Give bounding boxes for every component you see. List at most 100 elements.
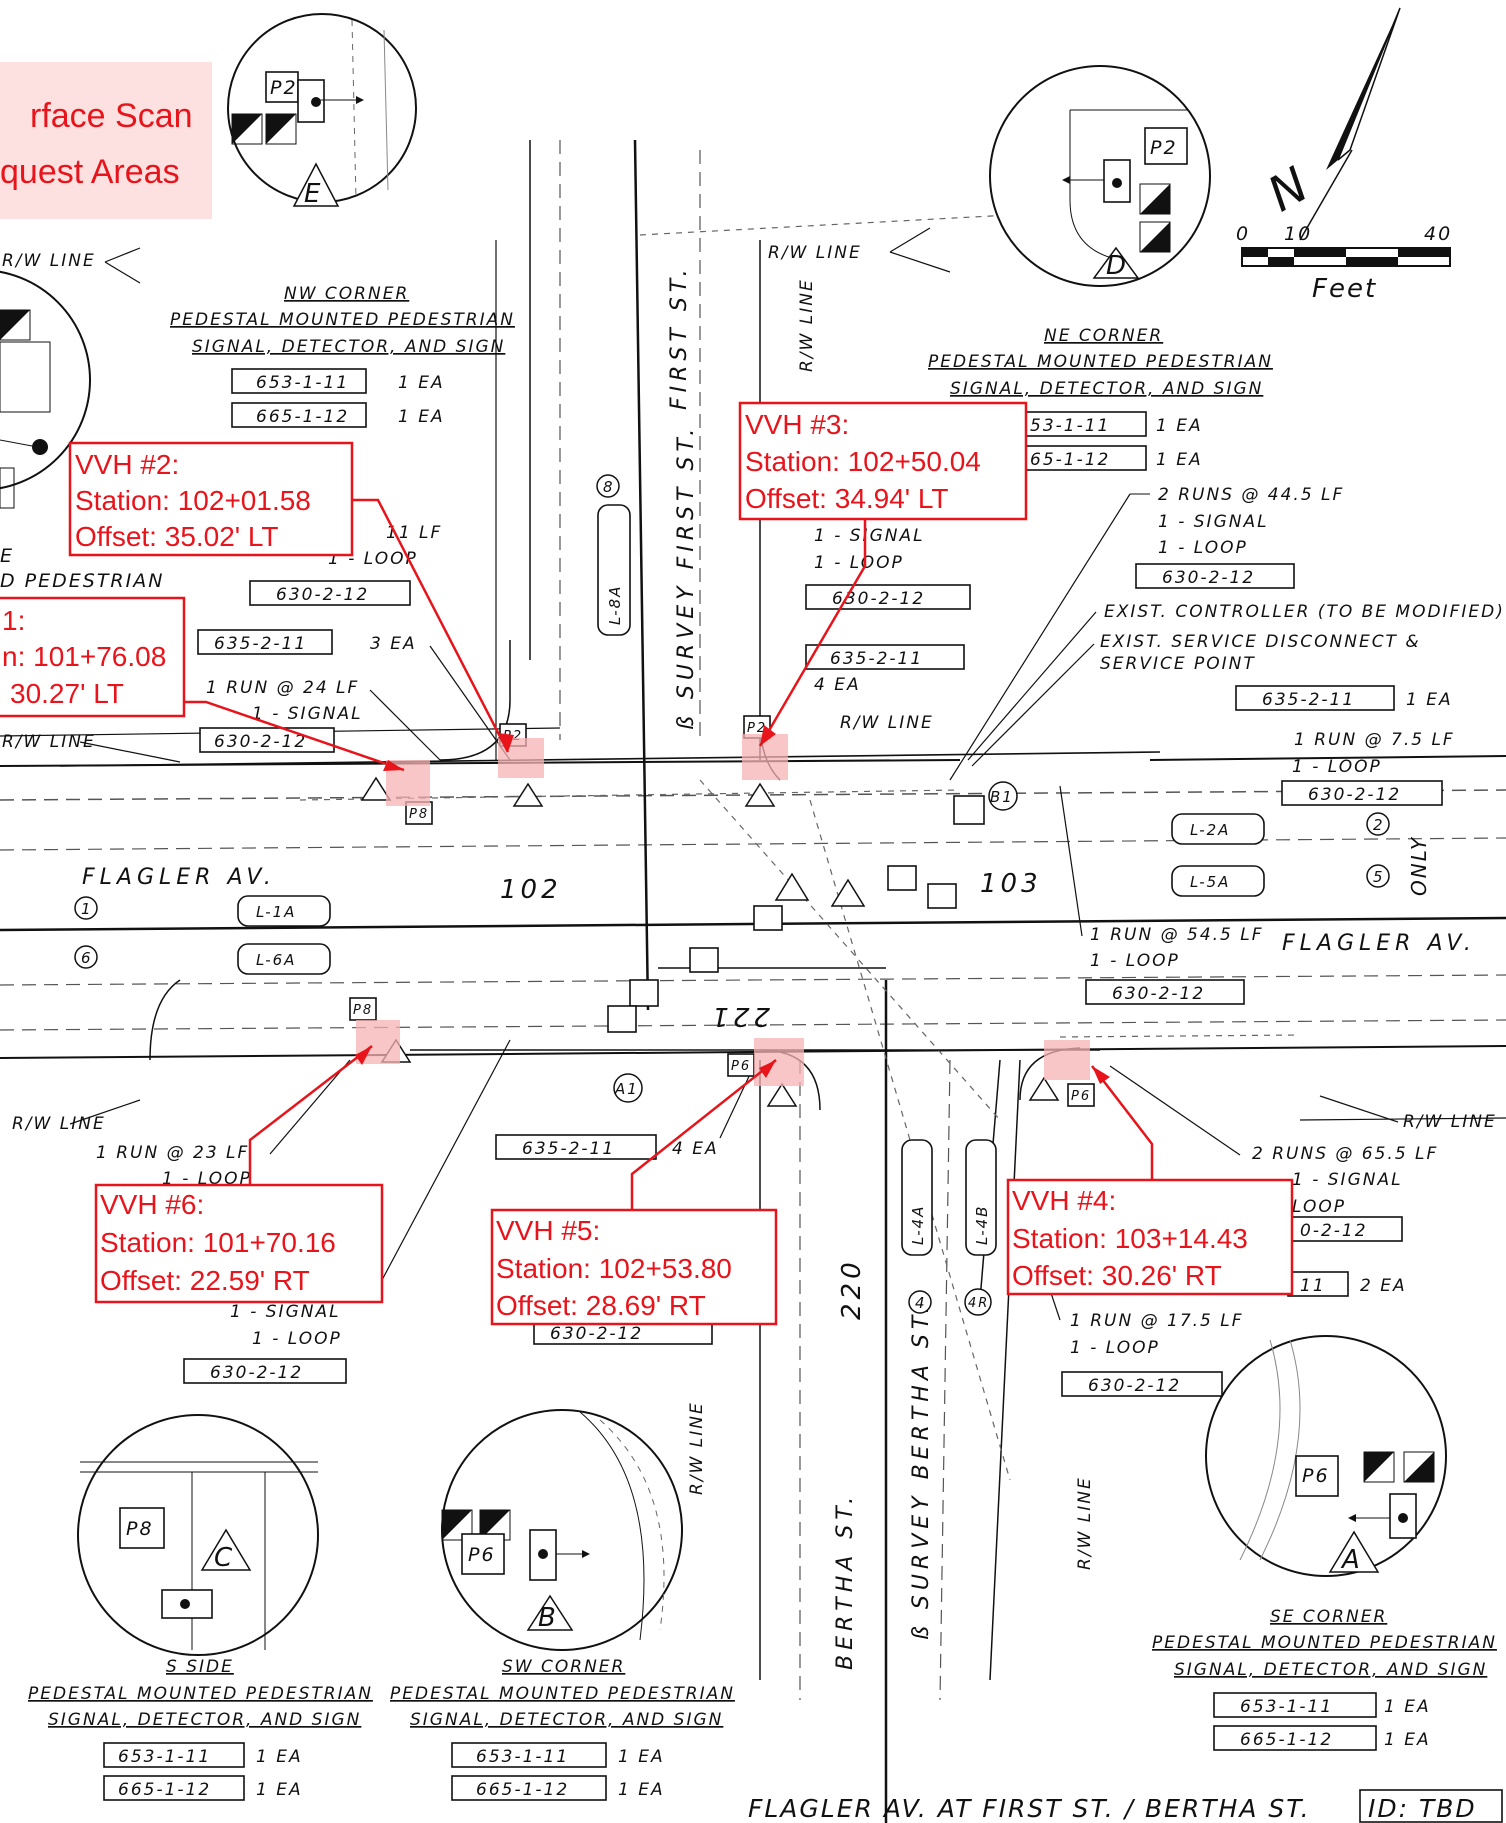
sw-line2: PEDESTAL MOUNTED PEDESTRIAN — [390, 1684, 735, 1704]
first-st-label: FIRST ST. — [667, 264, 692, 410]
vvh-3-station: Station: 102+50.04 — [745, 446, 981, 477]
ne-line3: SIGNAL, DETECTOR, AND SIGN — [950, 379, 1263, 399]
legend: rface Scan quest Areas — [0, 62, 212, 219]
s-line3: SIGNAL, DETECTOR, AND SIGN — [48, 1710, 361, 1730]
first-st-survey-label: ß SURVEY FIRST ST. — [674, 424, 699, 730]
vvh-3: VVH #3: Station: 102+50.04 Offset: 34.94… — [738, 401, 1028, 747]
loop-l1a-label: L-1A — [256, 903, 296, 921]
detail-c-p8: P8 — [126, 1518, 154, 1540]
rw-label-n: R/W LINE — [768, 243, 862, 263]
callout-635-first: 635-2-11 — [830, 649, 923, 669]
station-103: 103 — [980, 869, 1042, 899]
legend-swatch — [0, 62, 212, 219]
ne-item-1-qty: 1 EA — [1156, 416, 1203, 436]
nw-line3: SIGNAL, DETECTOR, AND SIGN — [192, 337, 505, 357]
callout-exist-controller: EXIST. CONTROLLER (TO BE MODIFIED) — [1104, 602, 1505, 622]
detail-d-p2: P2 — [1150, 137, 1178, 159]
sd-line-se — [1059, 1034, 1301, 1038]
vvh-3-label: VVH #3: — [745, 409, 849, 440]
callout-run-24: 1 RUN @ 24 LF — [206, 678, 359, 698]
callout-11: 11 — [1300, 1276, 1326, 1296]
callout-loop-545: 1 - LOOP — [1090, 951, 1180, 971]
north-arrow-letter: N — [1259, 156, 1320, 223]
callout-635-e-qty: 1 EA — [1406, 690, 1453, 710]
marker-p8-field-s: P8 — [353, 1003, 373, 1018]
vvh-6-offset: Offset: 22.59' RT — [100, 1265, 310, 1296]
w-partial-line2: D PEDESTRIAN — [0, 570, 164, 592]
loop-l4a-label: L-4A — [909, 1205, 927, 1245]
flagler-centerline — [0, 916, 1506, 932]
detail-b-p6: P6 — [468, 1544, 496, 1566]
loop-l6a-label: L-6A — [256, 951, 296, 969]
nw-item-2-qty: 1 EA — [398, 407, 445, 427]
flagler-north-lane-2 — [0, 837, 1506, 851]
callout-exist-service-2: SERVICE POINT — [1100, 654, 1256, 674]
callout-630-23: 630-2-12 — [210, 1363, 303, 1383]
flagler-south-lane — [0, 974, 1506, 986]
drawing-id: ID: TBD — [1368, 1794, 1477, 1823]
detail-circle-d: P2 D — [989, 65, 1211, 287]
nw-item-1-code: 653-1-11 — [256, 373, 349, 393]
vvh-2-station: Station: 102+01.58 — [75, 485, 311, 516]
corner-s-notes: S SIDE PEDESTAL MOUNTED PEDESTRIAN SIGNA… — [28, 1657, 373, 1801]
callout-signal-655: 1 - SIGNAL — [1292, 1170, 1403, 1190]
detail-d-letter: D — [1106, 251, 1130, 281]
scan-request-areas — [356, 734, 1090, 1086]
detail-circle-w: E D PEDESTRIAN — [0, 270, 164, 592]
vvh-4-label: VVH #4: — [1012, 1185, 1116, 1216]
street-names: FLAGLER AV. FLAGLER AV. FIRST ST. ß SURV… — [82, 264, 1471, 1670]
se-item-2-code: 665-1-12 — [1240, 1730, 1333, 1750]
detail-circle-c: P8 C — [77, 1414, 319, 1656]
callout-630-s: 630-2-12 — [550, 1324, 643, 1344]
nw-item-2-code: 665-1-12 — [256, 407, 349, 427]
north-arrow: N — [1259, 7, 1401, 241]
curb-s-side — [149, 979, 181, 1061]
callout-loop-655: LOOP — [1292, 1197, 1346, 1217]
rw-label-first: R/W LINE — [797, 278, 817, 372]
s-item-1-code: 653-1-11 — [118, 1747, 211, 1767]
callout-630-175: 630-2-12 — [1088, 1376, 1181, 1396]
marker-p2-field-e: P2 — [747, 721, 767, 736]
nw-title: NW CORNER — [284, 284, 409, 304]
scale-tick-10: 10 — [1284, 223, 1312, 245]
detail-e-letter: E — [304, 179, 324, 209]
vvh-4-offset: Offset: 30.26' RT — [1012, 1260, 1222, 1291]
callout-635-e: 635-2-11 — [1262, 690, 1355, 710]
corner-se-notes: SE CORNER PEDESTAL MOUNTED PEDESTRIAN SI… — [1152, 1607, 1495, 1751]
scale-tick-40: 40 — [1424, 223, 1452, 245]
vvh-1: 1: n: 101+76.08 30.27' LT — [0, 596, 405, 772]
rw-line-se — [1299, 1117, 1506, 1121]
ne-item-1-code: 53-1-11 — [1030, 416, 1110, 436]
callout-runs-655: 2 RUNS @ 65.5 LF — [1252, 1144, 1438, 1164]
callout-630-75: 630-2-12 — [1308, 785, 1401, 805]
callout-loop-44: 1 - LOOP — [1158, 538, 1248, 558]
marker-a1: A1 — [614, 1080, 639, 1098]
bertha-st-east-edge — [989, 1059, 1021, 1681]
s-item-1-qty: 1 EA — [256, 1747, 303, 1767]
s-line2: PEDESTAL MOUNTED PEDESTRIAN — [28, 1684, 373, 1704]
loop-l6a: L-6A — [237, 943, 331, 975]
scan-area-5 — [754, 1038, 804, 1086]
flagler-south-edge — [0, 1045, 1506, 1059]
sw-item-1-code: 653-1-11 — [476, 1747, 569, 1767]
marker-p6-field-se: P6 — [1071, 1089, 1091, 1104]
station-102: 102 — [500, 875, 562, 905]
marker-p6-field-sw: P6 — [731, 1059, 751, 1074]
callout-loop-first: 1 - LOOP — [814, 553, 904, 573]
rw-label-se: R/W LINE — [1403, 1112, 1497, 1132]
callout-11-qty: 2 EA — [1360, 1276, 1407, 1296]
se-item-1-code: 653-1-11 — [1240, 1697, 1333, 1717]
bertha-lane-e — [939, 1059, 951, 1701]
s-item-2-code: 665-1-12 — [118, 1780, 211, 1800]
callout-signal-23: 1 - SIGNAL — [230, 1302, 341, 1322]
detail-a-letter: A — [1340, 1545, 1364, 1575]
se-item-1-qty: 1 EA — [1384, 1697, 1431, 1717]
scan-area-4 — [1044, 1040, 1090, 1080]
callout-630-545: 630-2-12 — [1112, 984, 1205, 1004]
s-title: S SIDE — [166, 1657, 234, 1677]
callout-exist-service-1: EXIST. SERVICE DISCONNECT & — [1100, 632, 1421, 652]
rw-label-bertha-e: R/W LINE — [1075, 1476, 1095, 1570]
detail-e-p2: P2 — [270, 77, 298, 99]
callout-635-s-qty: 4 EA — [672, 1139, 719, 1159]
